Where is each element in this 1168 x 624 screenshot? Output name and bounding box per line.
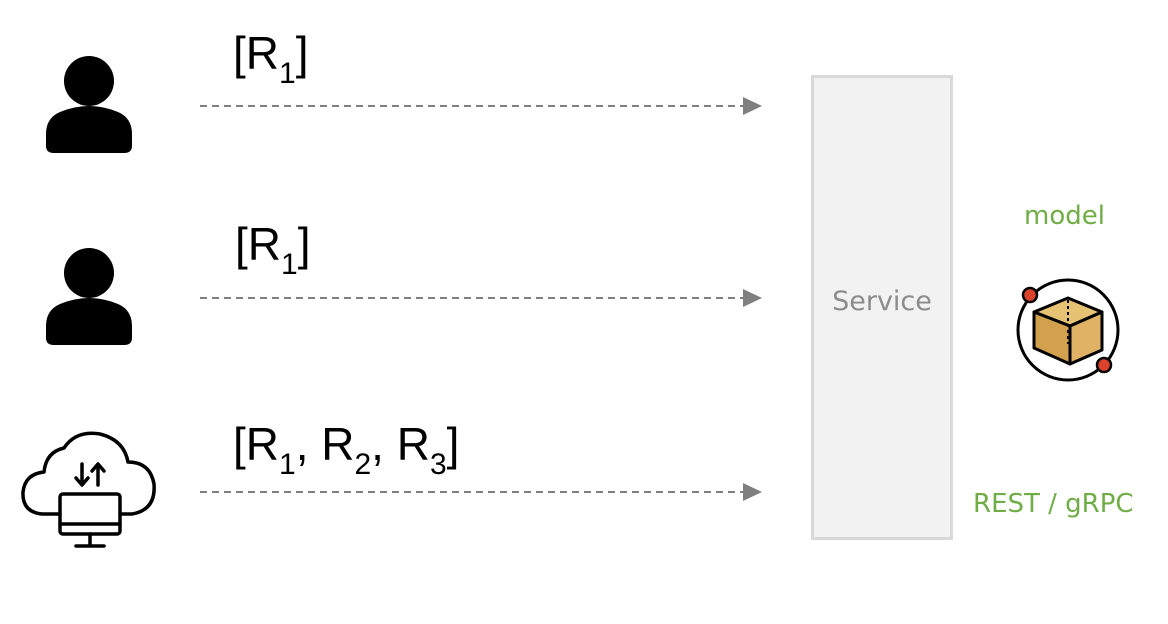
service-label: Service bbox=[832, 286, 932, 317]
cube-model-icon bbox=[1016, 278, 1120, 382]
request-label-close: ] bbox=[295, 27, 309, 79]
request-label-open: [R bbox=[233, 418, 279, 470]
request-arrow-2 bbox=[200, 289, 762, 307]
request-label-subscript: 2 bbox=[354, 448, 372, 481]
request-label-close: ] bbox=[446, 418, 460, 470]
request-label-subscript: 1 bbox=[279, 57, 296, 90]
request-label-subscript: 1 bbox=[281, 248, 298, 281]
request-label-close: ] bbox=[297, 218, 311, 270]
request-label-open: [R bbox=[233, 27, 279, 79]
request-label-subscript: 3 bbox=[429, 448, 447, 481]
request-label-subscript: 1 bbox=[279, 448, 296, 481]
model-label: model bbox=[1024, 201, 1105, 231]
request-label-separator: , R bbox=[295, 418, 355, 470]
protocol-label: REST / gRPC bbox=[973, 489, 1134, 519]
request-arrow-3 bbox=[200, 483, 762, 501]
cloud-computer-icon bbox=[21, 431, 156, 548]
user-icon bbox=[46, 56, 132, 153]
request-label-open: [R bbox=[235, 218, 281, 270]
request-label-3: [R1, R2, R3] bbox=[233, 418, 460, 480]
service-box: Service bbox=[811, 75, 953, 540]
user-icon bbox=[46, 248, 132, 345]
request-label-separator: , R bbox=[371, 418, 430, 470]
request-arrow-1 bbox=[200, 97, 762, 115]
request-label-2: [R1] bbox=[235, 218, 311, 280]
request-label-1: [R1] bbox=[233, 27, 309, 89]
